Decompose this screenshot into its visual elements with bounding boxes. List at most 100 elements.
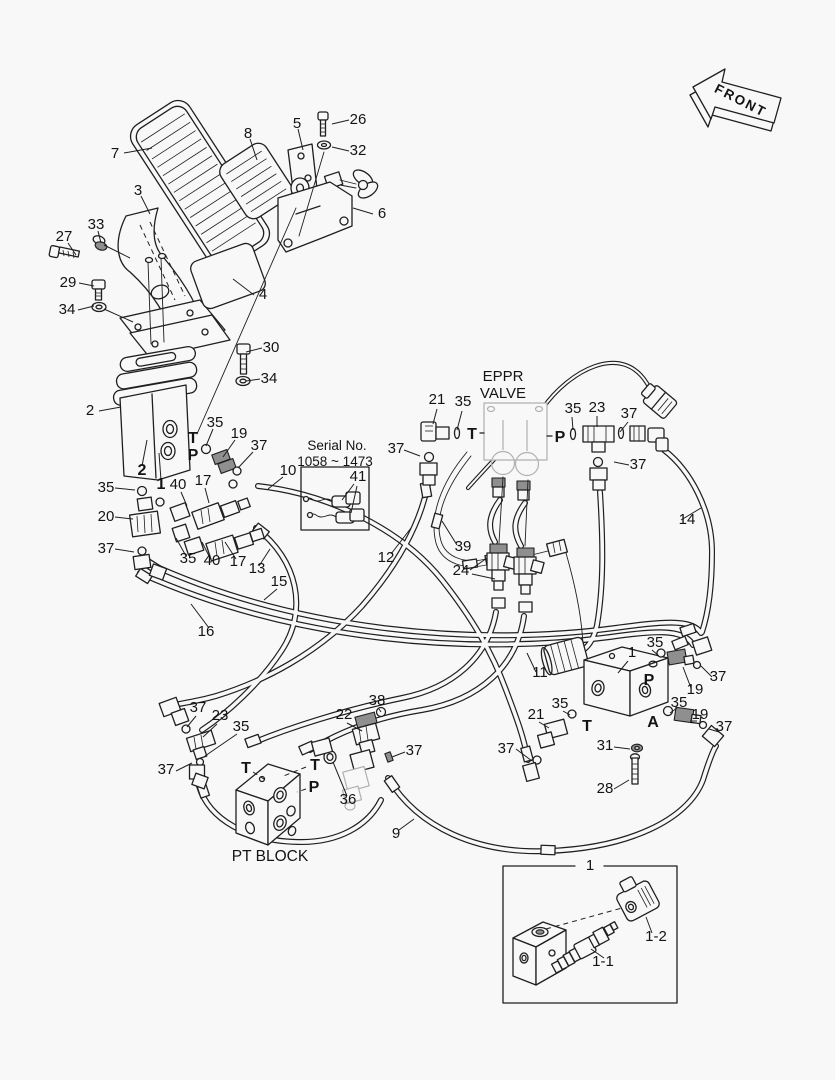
part-label-23: 23 [212,707,229,724]
footpad-4 [190,242,266,310]
front-arrow: FRONT [689,68,782,132]
part-label-a: A [647,714,659,731]
hose-24a-core [248,610,498,746]
o-ring-35 [136,485,148,497]
part-label-pt-block: PT BLOCK [232,848,309,865]
part-label-37: 37 [190,699,207,716]
hose-15 [145,560,704,639]
part-label-p: P [555,429,566,446]
fitting-chain-block1-t [522,709,577,783]
serial-no-box [300,466,370,531]
part-label-19: 19 [687,681,704,698]
pedal-7 [129,99,271,271]
part-label-35: 35 [180,550,197,567]
connectors-17-40 [169,497,265,562]
harness-clips-41 [302,491,365,524]
part-label-p: P [188,447,199,464]
inset-box [502,865,678,1004]
part-label-2: 2 [86,402,94,419]
hose-eppr-a-core [488,498,502,544]
part-label-4: 4 [259,286,267,303]
bolt-26 [317,111,329,137]
part-label-35: 35 [647,634,664,651]
part-label-6: 6 [378,205,386,222]
hose-p-down-core [581,490,605,652]
cartridge-1-1 [550,921,619,974]
part-label-35: 35 [671,694,688,711]
part-label-10: 10 [280,462,297,479]
part-label-14: 14 [679,511,696,528]
hose-12-core [177,482,430,706]
hose-15-core [146,561,703,638]
part-label-35: 35 [98,479,115,496]
bracket-6 [277,181,353,253]
part-label-1058-~-1473: 1058 ~ 1473 [297,454,372,469]
part-label-35: 35 [552,695,569,712]
part-label-p: P [644,672,655,689]
hose-9-core [386,744,718,854]
nut-33 [92,235,108,251]
coil-1-2 [616,876,660,922]
part-label-1-1: 1-1 [592,953,614,970]
part-label-37: 37 [98,540,115,557]
fitting-chain-valve2 [200,443,242,489]
part-label-30: 30 [263,339,280,356]
part-label-26: 26 [350,111,367,128]
part-label-36: 36 [340,791,357,808]
part-label-eppr: EPPR [483,368,524,385]
part-label-valve: VALVE [480,385,526,402]
pt-block-assembly [158,696,394,846]
part-label-t: T [310,757,320,774]
hose-9 [385,743,719,855]
part-label-3: 3 [134,182,142,199]
inset-block [512,921,567,986]
part-label-8: 8 [244,125,252,142]
part-label-serial-no-: Serial No. [307,438,366,453]
part-label-29: 29 [60,274,77,291]
part-label-31: 31 [597,737,614,754]
hose-13-core [200,526,299,732]
bolt-30 [236,343,251,375]
part-label-15: 15 [271,573,288,590]
part-label-5: 5 [293,115,301,132]
part-label-t: T [582,718,592,735]
part-label-1: 1 [628,644,636,661]
part-label-21: 21 [528,706,545,723]
part-label-37: 37 [710,668,727,685]
part-label-9: 9 [392,825,400,842]
part-label-12: 12 [378,549,395,566]
part-label-40: 40 [204,552,221,569]
bolt-28 [629,753,641,785]
part-label-35: 35 [233,718,250,735]
part-label-32: 32 [350,142,367,159]
leader-lines [67,119,720,959]
part-label-11: 11 [532,664,548,681]
part-label-41: 41 [350,468,367,485]
elbow-valve-20 [128,496,168,581]
remote-valve-2 [112,343,265,581]
part-label-2: 2 [138,462,147,479]
hose-p-down [580,489,606,653]
part-label-38: 38 [369,692,386,709]
part-label-37: 37 [621,405,638,422]
eppr-solenoid-fittings [491,476,531,547]
pedal-8 [219,142,293,220]
part-label-20: 20 [98,508,115,525]
part-label-37: 37 [388,440,405,457]
bolt-29 [91,279,106,301]
part-label-37: 37 [251,437,268,454]
part-label-19: 19 [231,425,248,442]
washer-31 [630,743,644,753]
tee-fitting-23 [181,724,217,790]
pt-block [235,763,301,846]
hose-24b-core [308,614,526,752]
part-label-21: 21 [429,391,446,408]
part-label-35: 35 [455,393,472,410]
part-label-28: 28 [597,780,614,797]
washer-34 [91,301,107,313]
part-label-39: 39 [455,538,472,555]
hose-14-core [662,448,714,634]
elbow-fitting [158,696,190,727]
